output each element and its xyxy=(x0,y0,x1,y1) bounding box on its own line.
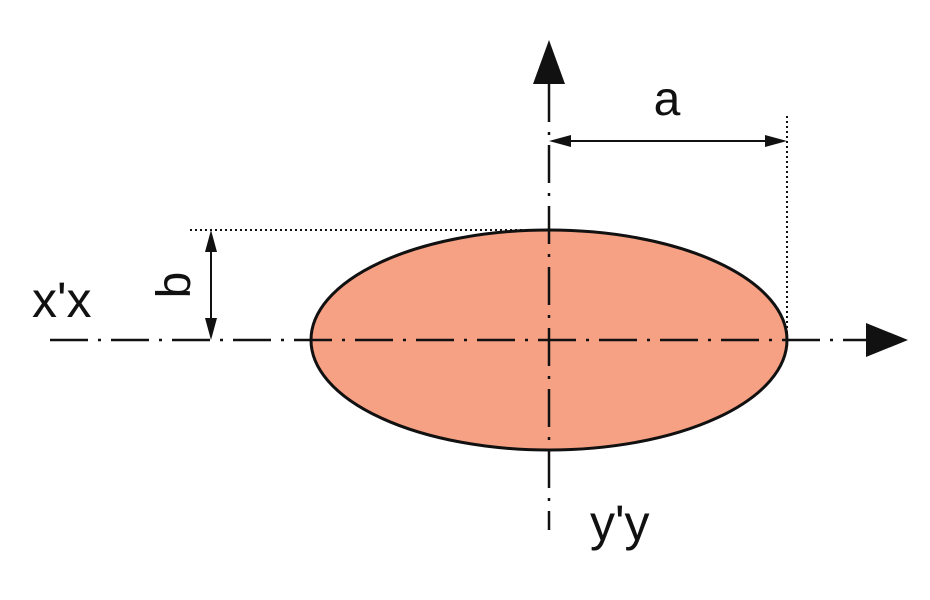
label-x-axis: x'x xyxy=(32,272,92,328)
horizontal-axis-arrowhead xyxy=(866,323,908,357)
label-a: a xyxy=(654,73,681,126)
label-b: b xyxy=(148,272,201,299)
dimension-a-arrowhead-right xyxy=(765,135,787,147)
dimension-b-arrowhead-bottom xyxy=(205,318,217,340)
dimension-a-arrowhead-left xyxy=(549,135,571,147)
dimension-b-arrowhead-top xyxy=(205,230,217,252)
vertical-axis-arrowhead xyxy=(533,40,565,84)
label-y-axis: y'y xyxy=(590,495,650,551)
